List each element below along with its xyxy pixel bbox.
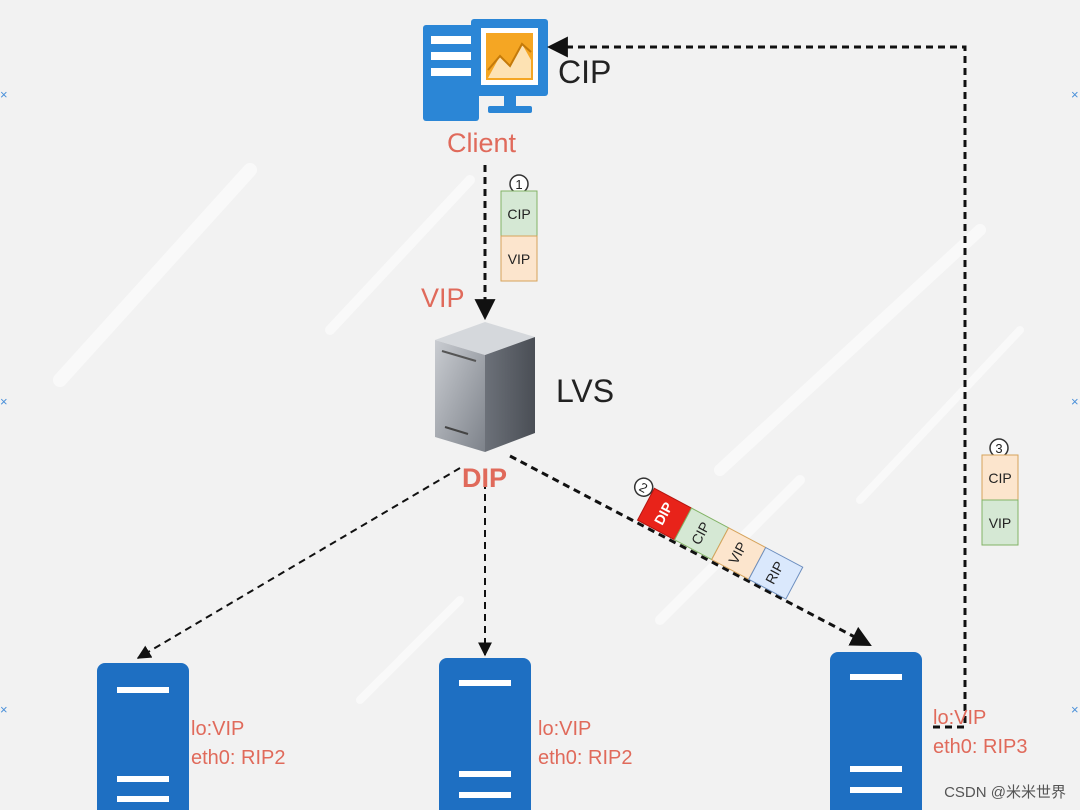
real-server-1-icon [97, 663, 189, 810]
packet-3-field-cip: CIP [988, 470, 1011, 486]
real-server-3-lo: lo:VIP [933, 707, 986, 729]
edge-marker-right-3: × [1071, 702, 1079, 717]
packet-1: 1 CIP VIP [500, 174, 538, 282]
client-label: Client [447, 128, 517, 158]
edge-marker-right-2: × [1071, 394, 1079, 409]
real-server-2-eth0: eth0: RIP2 [538, 747, 633, 769]
lvs-vip-label: VIP [421, 283, 465, 313]
real-server-1-labels: lo:VIP eth0: RIP2 [191, 718, 286, 769]
edge-marker-right-1: × [1071, 87, 1079, 102]
lvs-to-rs1-arrow [136, 467, 461, 659]
background-streaks [53, 163, 1024, 704]
real-server-3-eth0: eth0: RIP3 [933, 736, 1028, 758]
packet-2: 2 DIP CIP VIP RIP [633, 477, 804, 600]
real-server-2-labels: lo:VIP eth0: RIP2 [538, 718, 633, 769]
packet-1-field-vip: VIP [508, 251, 531, 267]
packet-3-field-vip: VIP [989, 515, 1012, 531]
client-ip-label: CIP [558, 54, 612, 90]
rs3-to-client-return-arrow [546, 36, 967, 729]
packet-3: 3 CIP VIP [981, 438, 1019, 546]
real-server-3-labels: lo:VIP eth0: RIP3 [933, 707, 1028, 758]
real-server-1-eth0: eth0: RIP2 [191, 747, 286, 769]
real-server-3-icon [830, 652, 922, 810]
real-server-2-icon [439, 658, 531, 810]
watermark: CSDN @米米世界 [944, 784, 1066, 801]
lvs-server-icon [435, 322, 535, 452]
packet-1-field-cip: CIP [507, 206, 530, 222]
connections [136, 36, 967, 729]
client-computer-icon [423, 19, 548, 121]
real-server-1-lo: lo:VIP [191, 718, 244, 740]
real-server-2-lo: lo:VIP [538, 718, 591, 740]
edge-marker-left-2: × [0, 394, 8, 409]
lvs-label: LVS [556, 373, 615, 409]
edge-marker-left-1: × [0, 87, 8, 102]
packet-2-step-badge [633, 477, 654, 497]
lvs-dip-label: DIP [462, 463, 508, 493]
lvs-to-rs3-arrow [509, 454, 872, 647]
packet-3-step-number: 3 [995, 441, 1002, 456]
edge-marker-left-3: × [0, 702, 8, 717]
packet-1-step-number: 1 [515, 177, 522, 192]
